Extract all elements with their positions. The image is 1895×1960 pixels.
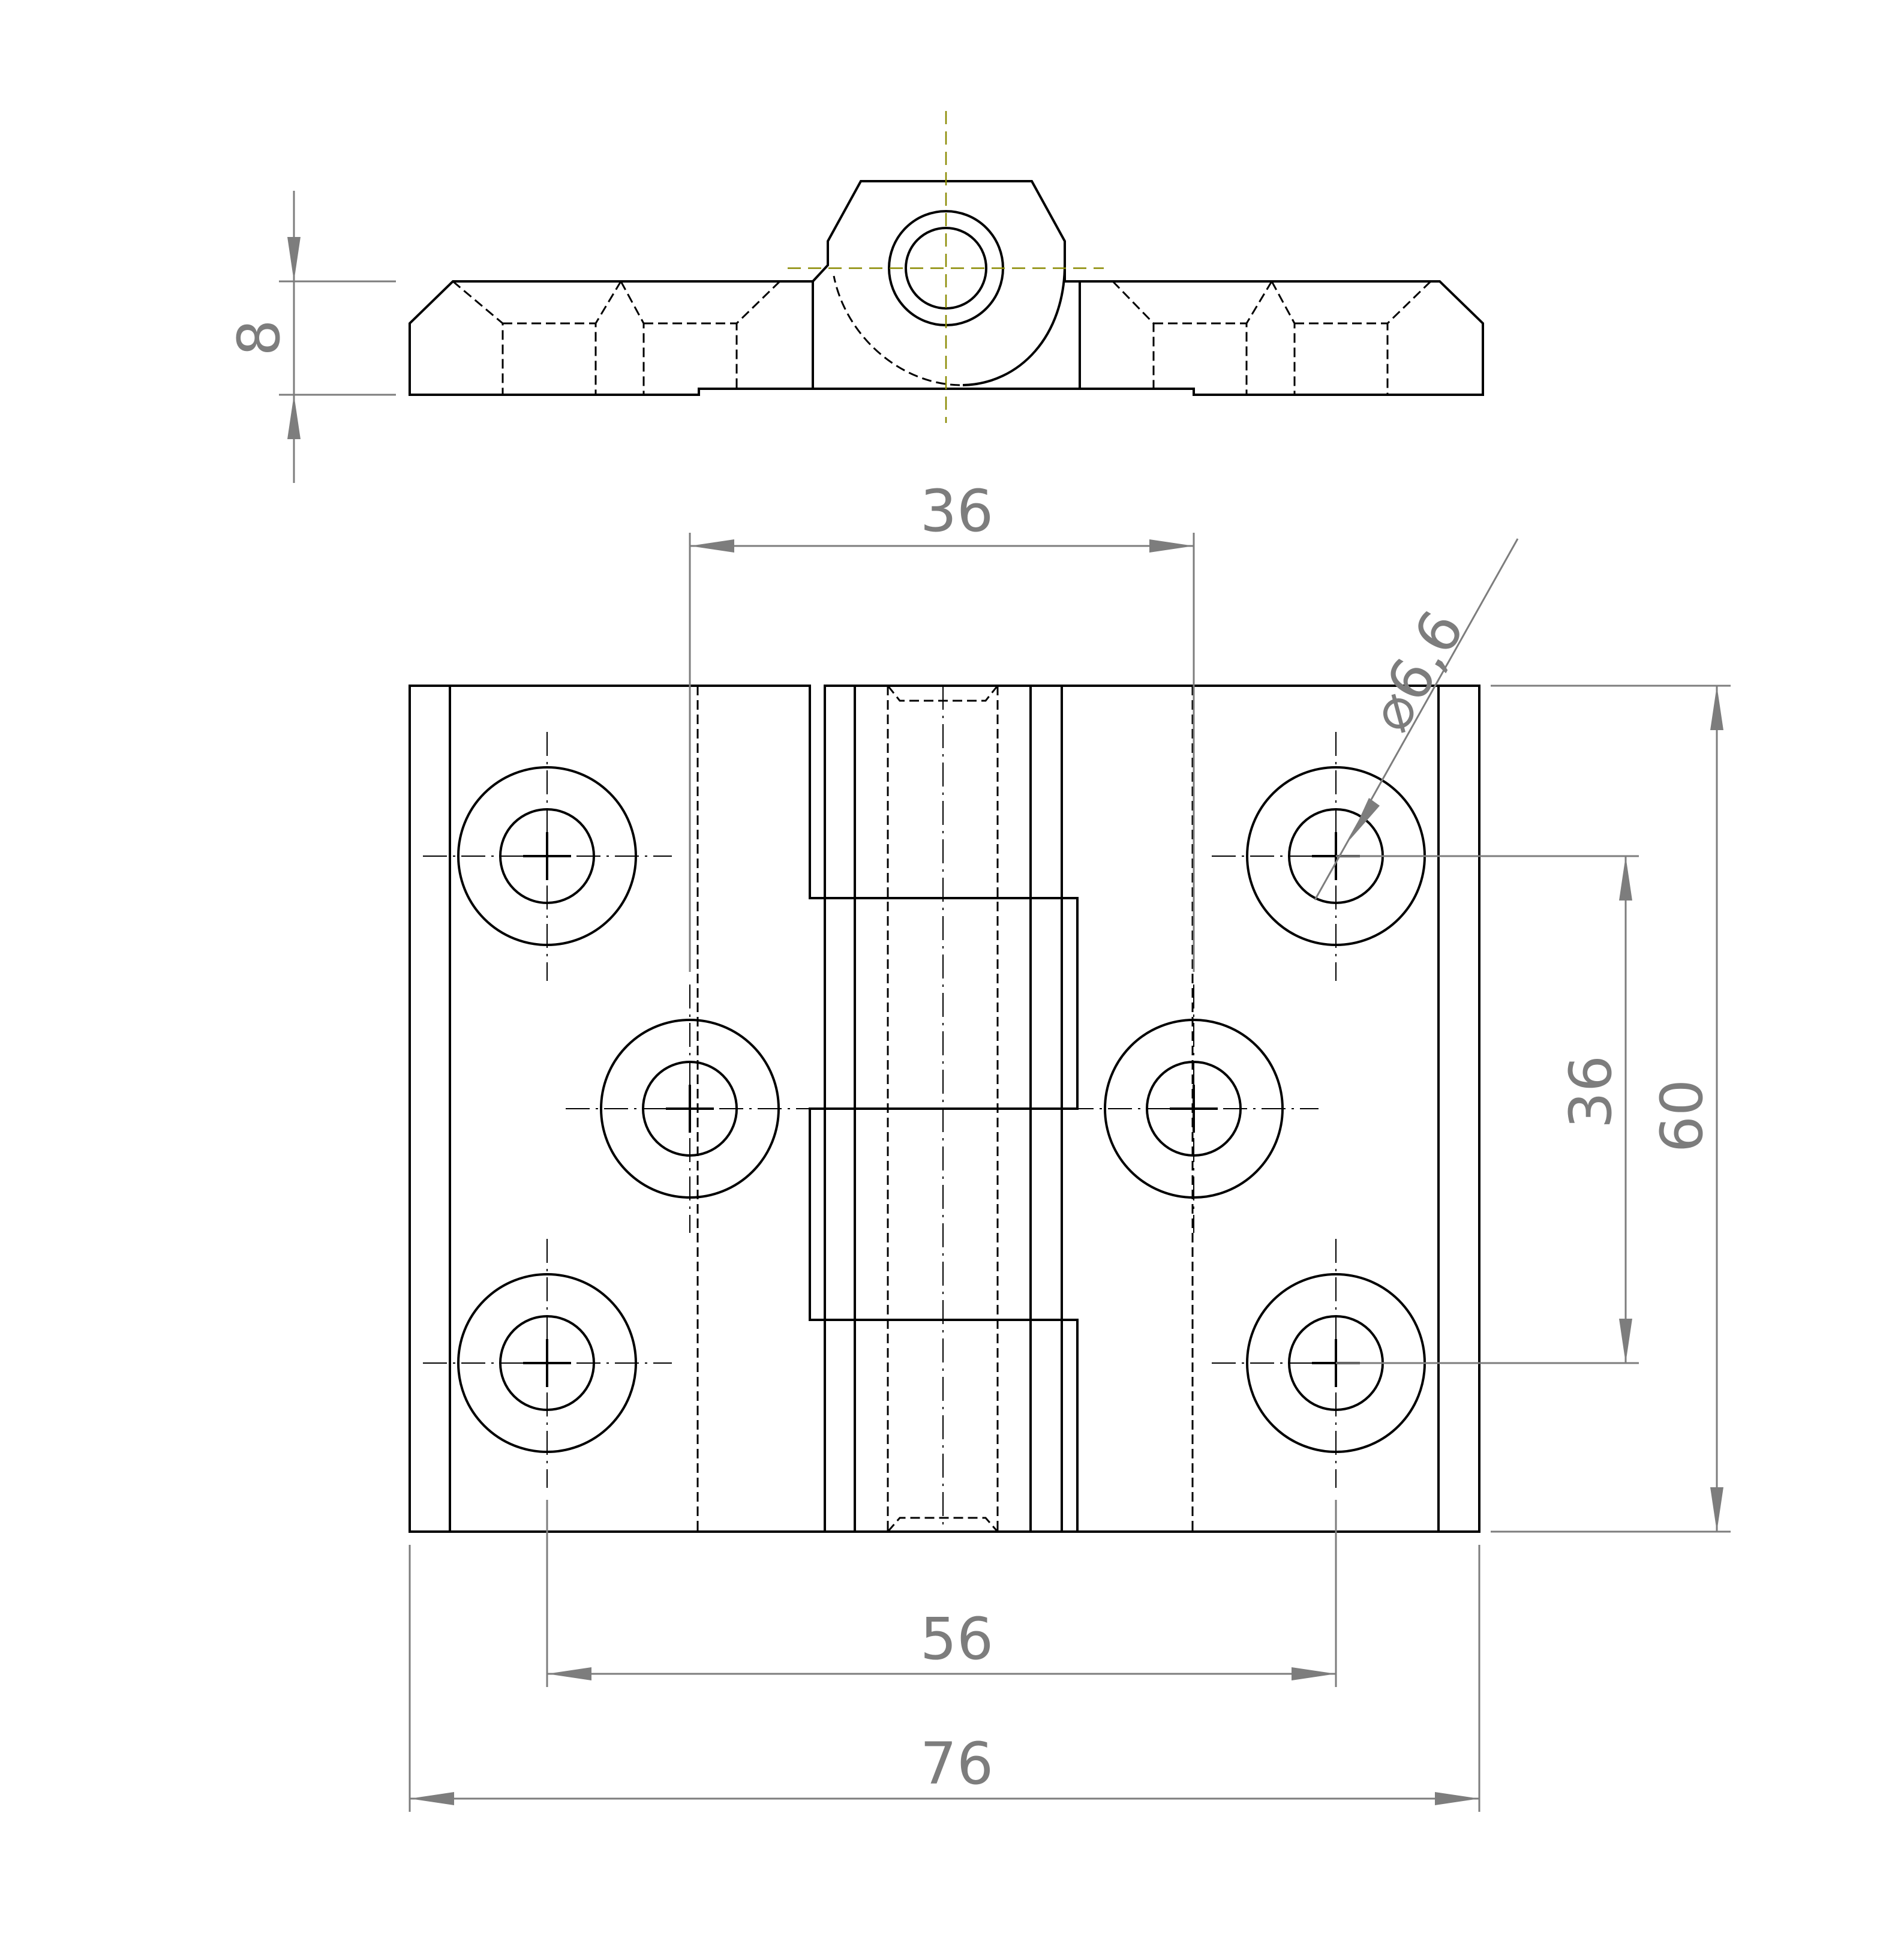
dim-56-horizontal-label: 56 — [920, 1605, 993, 1673]
top-view-countersink-3b — [1245, 281, 1273, 395]
dim-36-horizontal: 36 — [689, 478, 1195, 972]
top-view-countersink-1b — [594, 281, 622, 395]
dim-56-horizontal: 56 — [546, 1500, 1337, 1687]
dim-8-arrow-bottom — [287, 395, 301, 439]
top-view-countersink-4a — [1271, 281, 1296, 395]
top-view-countersink-3a — [1112, 280, 1155, 389]
dim-76-horizontal-label: 76 — [920, 1730, 993, 1797]
dim-36-vertical-label: 36 — [1557, 1055, 1624, 1128]
dim-60-vertical-label: 60 — [1648, 1079, 1716, 1152]
dim-36-vertical: 36 — [1336, 855, 1639, 1364]
hole-left-bottom — [423, 1239, 672, 1488]
dim-8-arrow-top — [287, 237, 301, 281]
top-view-countersink-4b — [1386, 280, 1432, 395]
top-view: 8 — [226, 111, 1484, 483]
top-view-countersink-2a — [620, 281, 645, 395]
top-view-pin-inner-circle — [905, 227, 987, 310]
pin-hidden-bottom-chamfer — [887, 1517, 999, 1532]
hole-left-top — [423, 732, 672, 981]
top-view-countersink-2b — [735, 280, 781, 389]
front-view — [409, 685, 1480, 1533]
hole-left-middle — [566, 984, 815, 1233]
dim-8-label: 8 — [226, 319, 293, 356]
dim-diameter-label: ⌀6,6 — [1356, 599, 1477, 742]
top-view-knuckle-arc — [962, 263, 1066, 386]
dim-76-horizontal: 76 — [409, 1545, 1480, 1812]
top-view-outline — [409, 180, 1484, 396]
dim-60-vertical: 60 — [1491, 685, 1731, 1533]
hole-right-middle — [1070, 984, 1319, 1233]
dim-36-horizontal-label: 36 — [920, 478, 993, 545]
top-view-countersink-1a — [452, 280, 504, 395]
dim-diameter: ⌀6,6 — [1314, 538, 1519, 901]
top-view-knuckle-hidden-arc — [833, 275, 960, 386]
